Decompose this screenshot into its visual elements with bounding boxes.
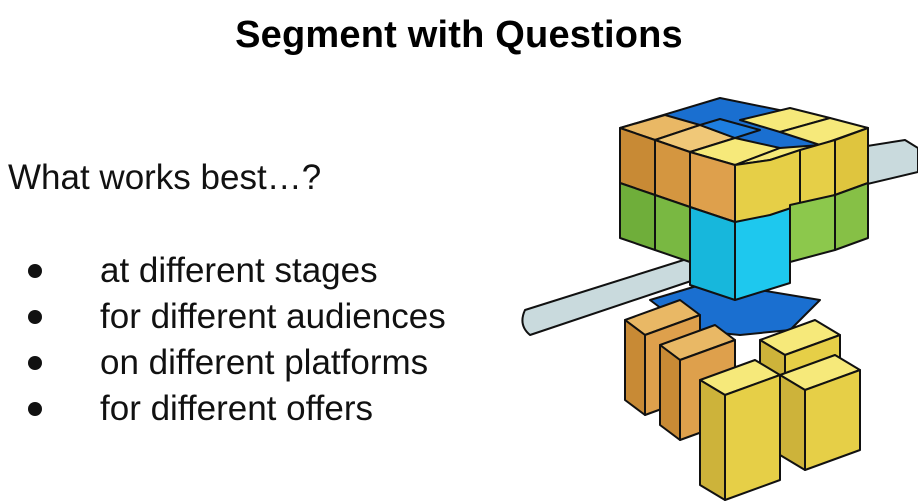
bottom-slab: [624, 284, 861, 501]
bullet-text: for different audiences: [100, 297, 446, 336]
intro-question: What works best…?: [8, 158, 322, 197]
bullet-icon: [28, 402, 42, 416]
slide-title: Segment with Questions: [235, 14, 683, 56]
rubiks-cube-segment-icon: [521, 97, 918, 501]
bullet-text: at different stages: [100, 251, 378, 290]
cube-body: [619, 97, 869, 301]
slice-bar-front: [521, 257, 701, 336]
bullet-icon: [28, 310, 42, 324]
bullet-icon: [28, 264, 42, 278]
bullet-text: on different platforms: [100, 343, 429, 382]
bullet-icon: [28, 356, 42, 370]
bullet-text: for different offers: [100, 389, 374, 428]
